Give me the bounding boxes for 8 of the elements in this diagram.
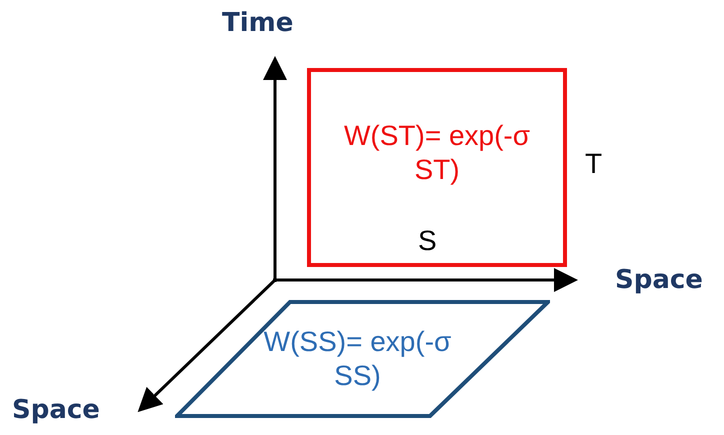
axis-label: Time [222,8,294,38]
formula-text: W(ST)= exp(-σ ST) [342,118,532,186]
axis-label: Space [615,265,703,295]
formula-text: W(SS)= exp(-σ SS) [262,325,452,393]
side-label: T [585,148,602,180]
side-label: S [418,225,437,257]
rectangle-box [307,68,567,267]
axis-label: Space [12,395,100,425]
